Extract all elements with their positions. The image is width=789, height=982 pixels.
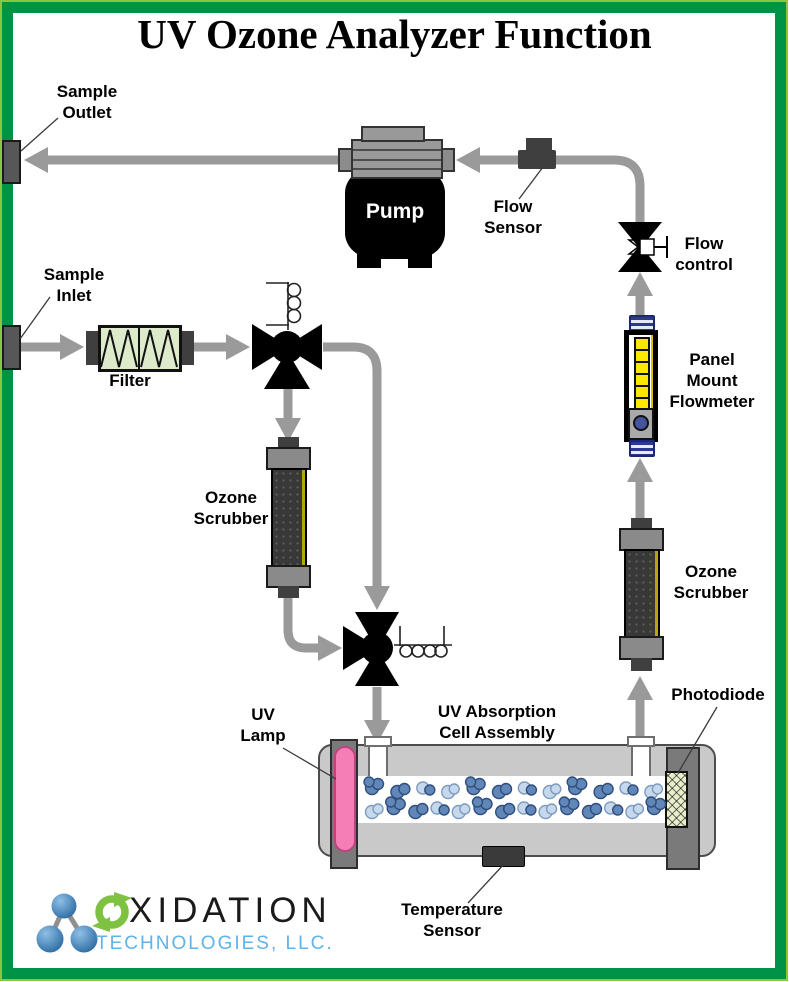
pipes bbox=[20, 155, 645, 737]
label-flowmeter: Panel Mount Flowmeter bbox=[669, 350, 755, 411]
pointer-sample-outlet bbox=[20, 117, 59, 152]
label-uv-lamp: UV Lamp bbox=[240, 705, 286, 745]
label-ozone-scrubber-left: Ozone Scrubber bbox=[193, 488, 269, 528]
flow-arrows bbox=[24, 147, 653, 744]
pump-label: Pump bbox=[365, 200, 425, 223]
sample-outlet-fitting bbox=[2, 140, 21, 184]
arrow-scrubber-to-valve2 bbox=[318, 635, 342, 661]
arrow-into-pump bbox=[456, 147, 480, 173]
pointer-flow-sensor bbox=[518, 166, 544, 200]
arrow-filter-to-valve1 bbox=[226, 334, 250, 360]
logo-subtext: TECHNOLOGIES, LLC. bbox=[96, 933, 334, 954]
pointer-lines bbox=[19, 117, 718, 904]
filter-body bbox=[98, 325, 182, 372]
arrow-cell-to-scrubber bbox=[627, 676, 653, 700]
scrubber-right-bottom-nub bbox=[631, 658, 652, 671]
arrow-valve2-to-cell bbox=[364, 720, 390, 744]
label-flow-sensor: Flow Sensor bbox=[484, 197, 542, 237]
three-way-valve-1 bbox=[252, 324, 322, 389]
label-ozone-scrubber-right: Ozone Scrubber bbox=[673, 562, 749, 602]
solenoid-coil-2 bbox=[394, 626, 452, 658]
scrubber-left-bottom-nub bbox=[278, 586, 299, 598]
flow-sensor-top-block bbox=[526, 138, 552, 152]
label-sample-outlet: Sample Outlet bbox=[56, 82, 118, 122]
pump-body bbox=[345, 167, 445, 259]
filter-left-cap bbox=[86, 331, 100, 365]
sample-inlet-fitting bbox=[2, 325, 21, 370]
scrubber-left-body bbox=[271, 468, 307, 568]
temperature-sensor-block bbox=[482, 846, 525, 867]
pointer-temperature-sensor bbox=[467, 862, 506, 904]
flowmeter-bottom-fitting bbox=[629, 440, 655, 457]
uv-lamp-tube bbox=[334, 746, 356, 852]
logo-ozone-molecule-icon bbox=[36, 893, 98, 953]
flow-sensor-block bbox=[518, 150, 556, 169]
arrow-scrubber-to-flowmeter bbox=[627, 458, 653, 482]
page-title: UV Ozone Analyzer Function bbox=[137, 11, 652, 57]
filter-zigzag bbox=[100, 328, 178, 369]
scrubber-right-top-nub bbox=[631, 518, 652, 531]
label-uv-cell: UV Absorption Cell Assembly bbox=[437, 702, 557, 742]
label-filter: Filter bbox=[109, 371, 151, 390]
label-sample-inlet: Sample Inlet bbox=[43, 265, 105, 305]
pump-head-top bbox=[361, 126, 425, 142]
pump-head bbox=[351, 139, 443, 179]
arrow-branch-to-valve2 bbox=[364, 586, 390, 610]
uv-cell-inlet-port-lip bbox=[364, 736, 392, 747]
logo-wordmark: XIDATION bbox=[129, 891, 332, 930]
scrubber-left-top-nub bbox=[278, 437, 299, 450]
pointer-photodiode bbox=[677, 706, 718, 774]
arrow-inlet-to-filter bbox=[60, 334, 84, 360]
arrow-flowmeter-to-flowcontrol bbox=[627, 272, 653, 296]
scrubber-right-body bbox=[624, 549, 660, 638]
photodiode-element bbox=[665, 771, 688, 828]
flow-control-valve bbox=[618, 222, 668, 272]
pointer-sample-inlet bbox=[19, 296, 51, 340]
logo-recycle-o-icon bbox=[92, 892, 132, 932]
label-photodiode: Photodiode bbox=[671, 685, 765, 704]
arrow-valve1-to-scrubber bbox=[275, 418, 301, 442]
arrow-to-sample-outlet bbox=[24, 147, 48, 173]
label-flow-control: Flow control bbox=[675, 234, 733, 274]
filter-right-cap bbox=[180, 331, 194, 365]
solenoid-coil-1 bbox=[266, 282, 302, 330]
uv-cell-outlet-port-lip bbox=[627, 736, 655, 747]
flowmeter-float-ball bbox=[633, 415, 649, 431]
ozone-molecules bbox=[363, 776, 667, 820]
three-way-valve-2 bbox=[343, 612, 399, 686]
label-temperature-sensor: Temperature Sensor bbox=[401, 900, 503, 940]
pointer-uv-lamp bbox=[282, 747, 337, 780]
